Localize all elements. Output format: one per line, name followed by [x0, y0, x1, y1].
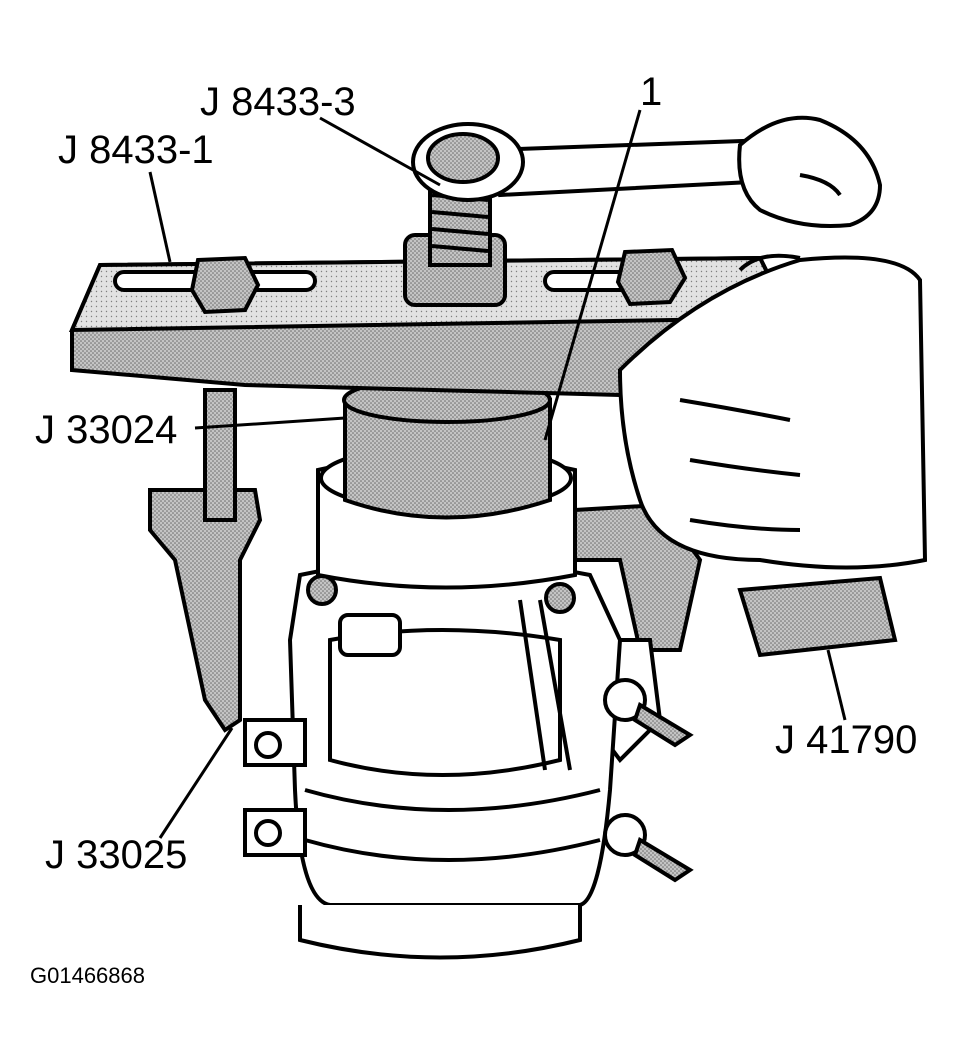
leader-j33025	[158, 727, 234, 839]
leader-lines	[148, 109, 847, 839]
leader-j8433-3	[319, 116, 441, 187]
compressor-body	[243, 558, 623, 960]
figure-id: G01466868	[30, 963, 145, 988]
leader-j41790	[826, 649, 847, 721]
hand-on-fixture	[617, 253, 928, 570]
leader-j8433-1	[148, 171, 172, 263]
puller-bar-j8433-1	[68, 247, 794, 398]
wing-nut-upper	[603, 678, 694, 748]
callout-j8433-3: J 8433-3	[200, 80, 356, 124]
callout-j33025: J 33025	[45, 833, 188, 877]
callout-j33024: J 33024	[35, 408, 178, 452]
callout-j8433-1: J 8433-1	[58, 128, 214, 172]
callout-j41790: J 41790	[775, 718, 918, 762]
callout-item-1: 1	[640, 70, 663, 114]
holding-fixture-plate	[737, 575, 898, 658]
wing-nut-lower	[603, 813, 694, 883]
installer-sleeve-j33024	[342, 376, 552, 520]
leader-item-1	[543, 109, 642, 441]
leader-j33024	[194, 416, 346, 430]
wrench	[411, 122, 794, 202]
hand-on-wrench	[737, 115, 883, 228]
left-fixture-bracket	[148, 388, 263, 733]
